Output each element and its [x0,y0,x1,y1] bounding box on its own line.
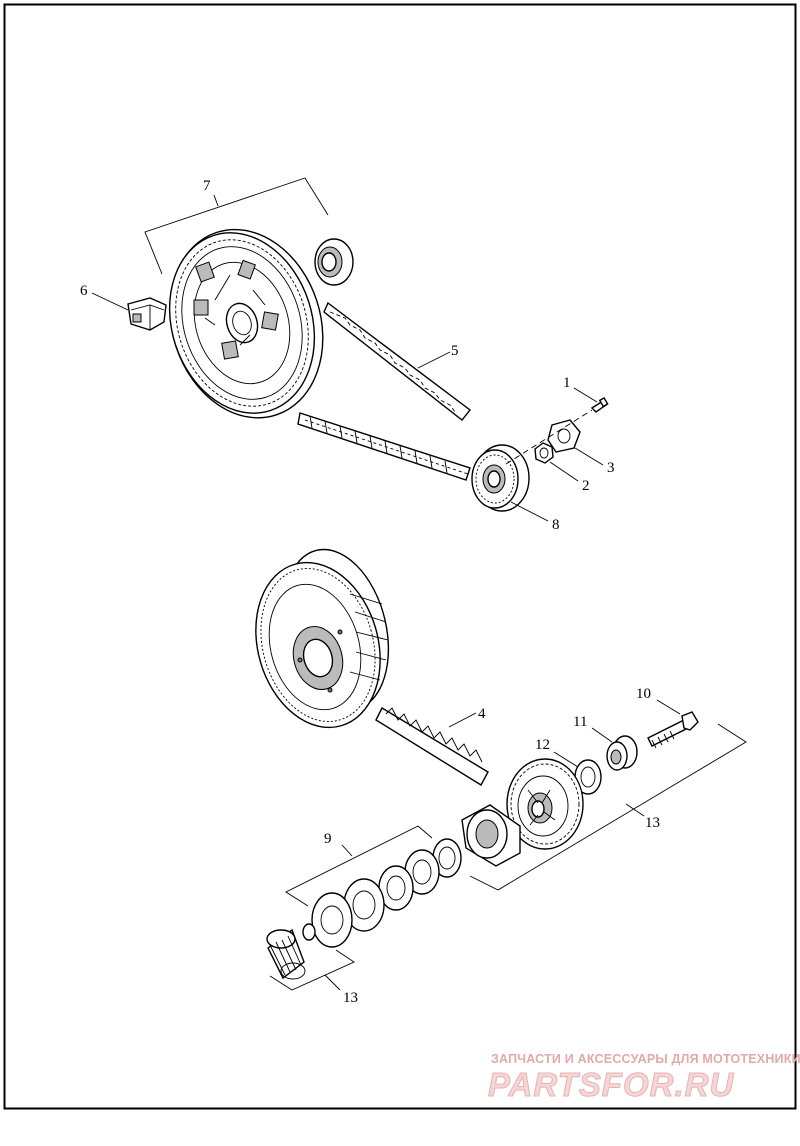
callout-8: 8 [552,517,560,533]
callout-3: 3 [607,460,615,476]
damper-part-6 [127,297,167,331]
drive-belt-part-5 [323,301,471,421]
watermark-tagline: ЗАПЧАСТИ И АКСЕССУАРЫ ДЛЯ МОТОТЕХНИКИ [491,1052,800,1066]
callout-11: 11 [573,714,587,730]
page-frame [3,3,797,1110]
callout-9: 9 [324,831,332,847]
callout-13-lower: 13 [343,990,358,1006]
splined-hub [461,804,521,867]
bracket-7 [144,177,329,275]
bracket-13-upper [469,723,747,891]
spacer-stack-part-9 [302,838,462,948]
primary-chain-part-4 [375,707,489,786]
bracket-13-lower [269,949,355,991]
callout-1: 1 [563,375,571,391]
rear-pulley-part-7 [168,228,324,419]
callout-6: 6 [80,283,88,299]
callout-5: 5 [451,343,459,359]
callout-2: 2 [582,478,590,494]
callout-12: 12 [535,737,550,753]
splined-collar [266,928,306,980]
callout-4: 4 [478,706,486,722]
clutch-basket [255,548,390,729]
lock-plate-part-3 [547,419,581,453]
callout-13-upper: 13 [645,815,660,831]
bearing-part-7 [314,238,354,286]
drive-belt-lower-span [297,412,471,481]
watermark-logo: PARTSFOR.RU [488,1066,734,1103]
engine-sprocket [506,758,584,850]
spacer-part-11 [606,735,638,771]
screw-part-1 [590,396,609,413]
callout-10: 10 [636,686,651,702]
bolt-part-10 [647,711,699,749]
washer-part-12 [574,759,602,795]
nut-part-2 [534,442,554,464]
bracket-9 [285,825,433,907]
front-pulley-part-8 [471,444,530,512]
callout-7: 7 [203,178,211,194]
